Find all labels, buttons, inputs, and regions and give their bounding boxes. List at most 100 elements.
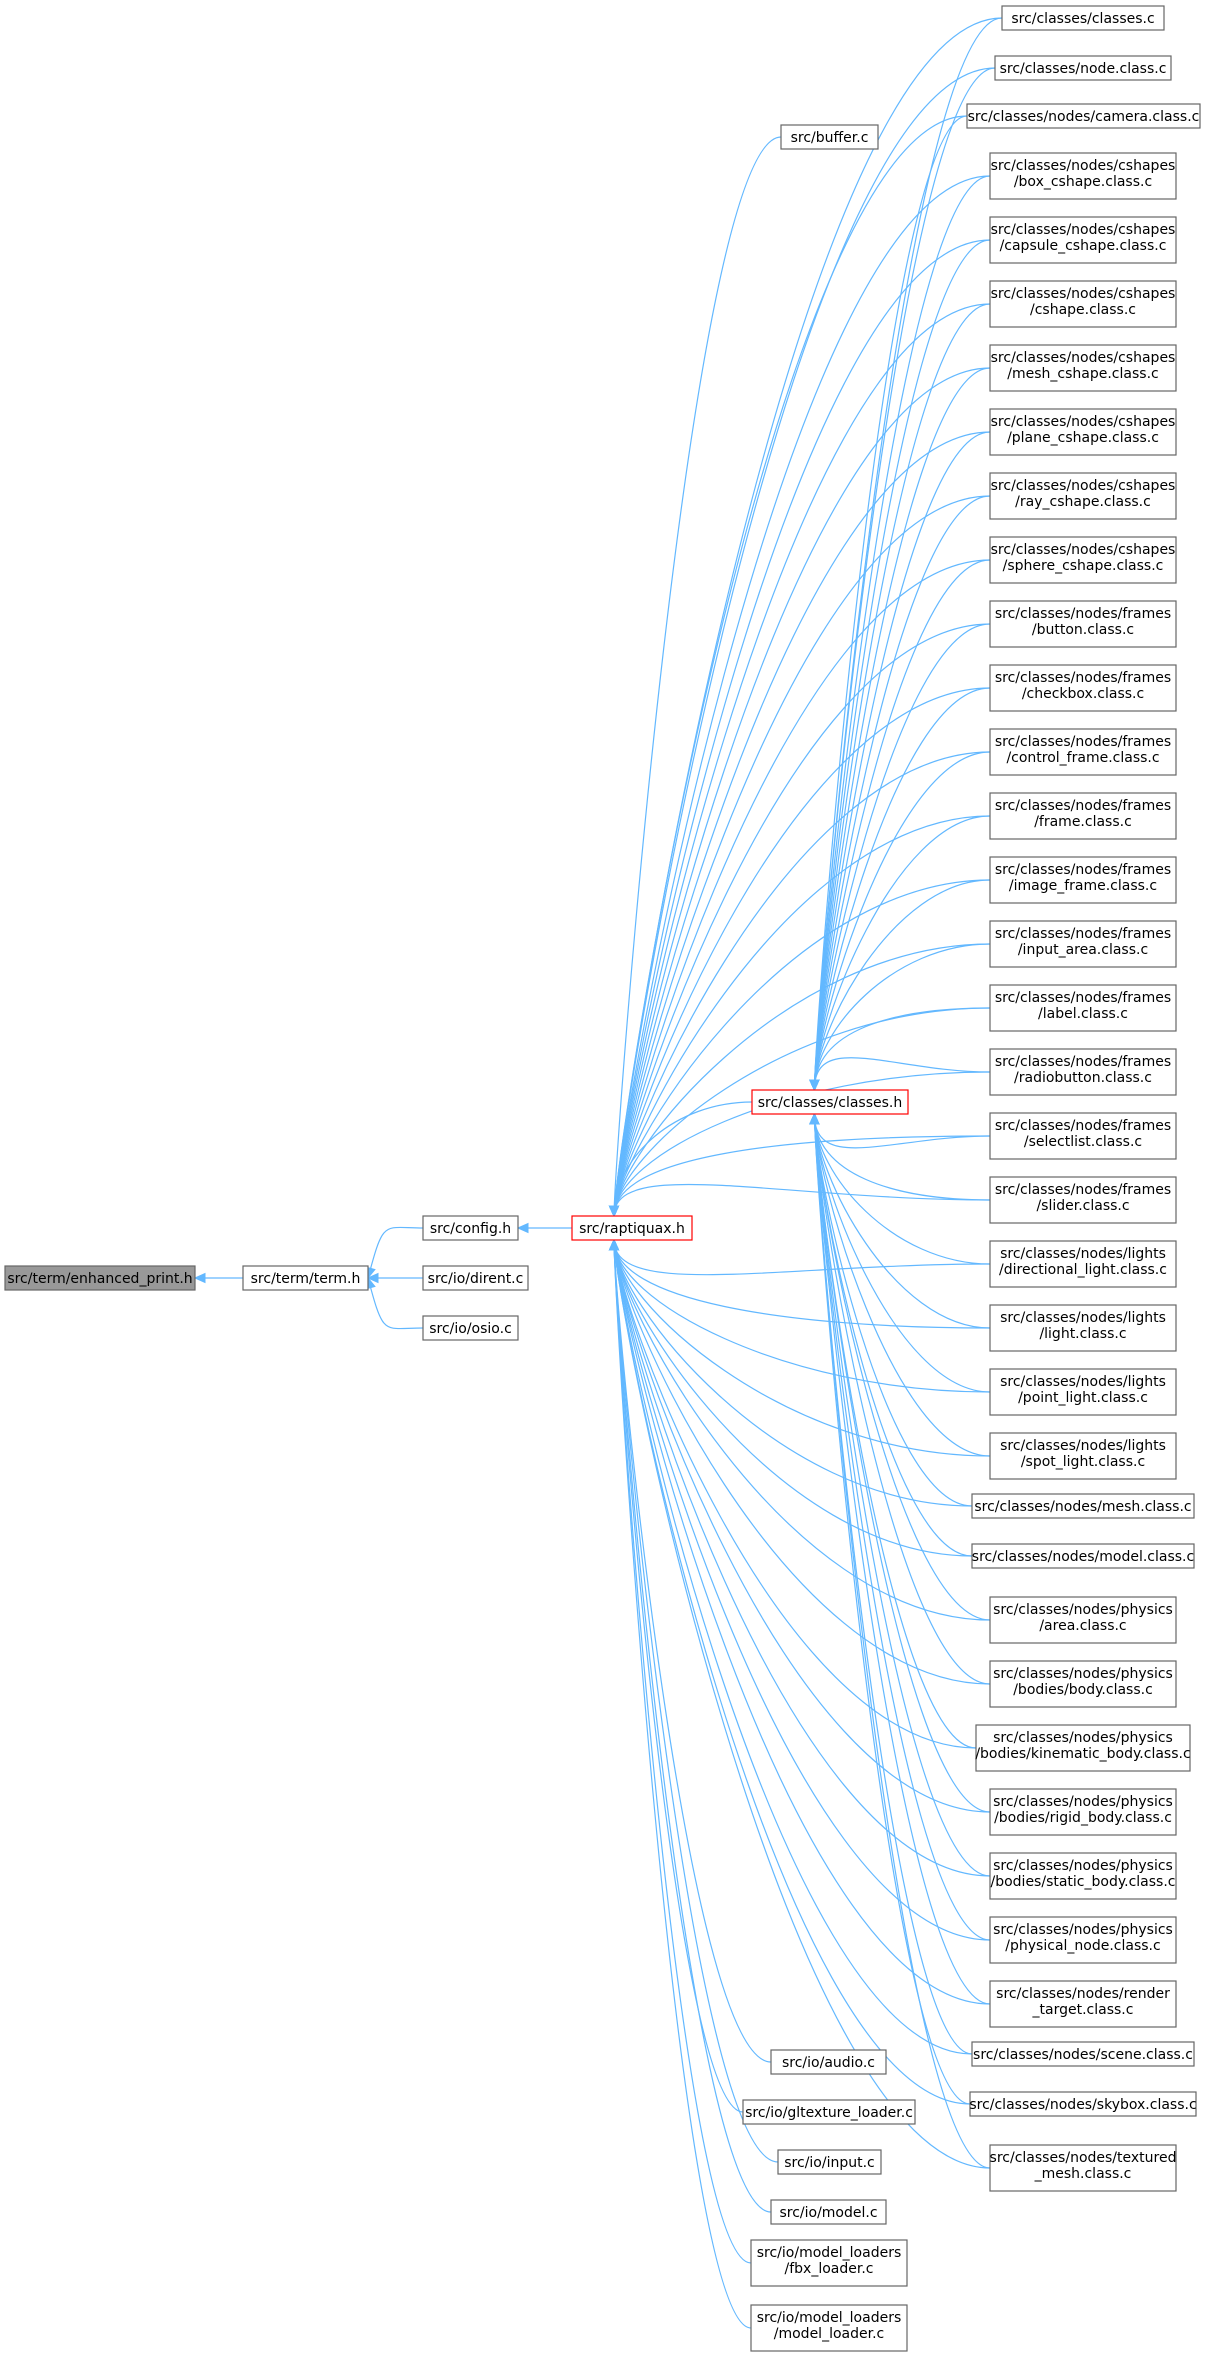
node-label: /bodies/static_body.class.c [991,1874,1176,1890]
file-node-radiobutton[interactable]: src/classes/nodes/frames/radiobutton.cla… [989,1048,1177,1096]
file-node-model-loader[interactable]: src/io/model_loaders/model_loader.c [750,2304,908,2352]
file-node-term[interactable]: src/term/term.h [242,1265,369,1291]
node-label: src/classes/nodes/cshapes [991,350,1176,366]
dependency-edge [813,1057,991,1091]
file-node-fbx-loader[interactable]: src/io/model_loaders/fbx_loader.c [750,2239,908,2287]
file-node-cshape[interactable]: src/classes/nodes/cshapes/cshape.class.c [989,280,1177,328]
dependency-edge [613,1239,752,2329]
file-node-checkbox[interactable]: src/classes/nodes/frames/checkbox.class.… [989,664,1177,712]
arrowhead [516,1222,529,1234]
node-box [750,2239,908,2287]
file-node-rigid-body[interactable]: src/classes/nodes/physics/bodies/rigid_b… [989,1788,1177,1836]
node-label: src/classes/nodes/cshapes [991,478,1176,494]
file-node-slider[interactable]: src/classes/nodes/frames/slider.class.c [989,1176,1177,1224]
file-node-classes-h[interactable]: src/classes/classes.h [751,1089,909,1115]
node-label: src/classes/nodes/cshapes [991,414,1176,430]
file-node-input-area[interactable]: src/classes/nodes/frames/input_area.clas… [989,920,1177,968]
node-label: src/classes/nodes/frames [995,606,1171,622]
node-box [770,2049,887,2075]
file-node-io-model[interactable]: src/io/model.c [770,2199,887,2225]
dependency-edge [613,1239,991,1457]
file-node-input[interactable]: src/io/input.c [777,2149,882,2175]
node-label: /cshape.class.c [1030,302,1136,318]
node-box [989,216,1177,264]
dependency-edge [613,1239,991,1329]
node-label: /radiobutton.class.c [1014,1070,1152,1086]
dependency-edge [613,1239,991,1813]
arrowhead [193,1272,206,1284]
file-node-config[interactable]: src/config.h [422,1215,519,1241]
node-box [989,984,1177,1032]
file-node-selectlist[interactable]: src/classes/nodes/frames/selectlist.clas… [989,1112,1177,1160]
file-node-plane-cshape[interactable]: src/classes/nodes/cshapes/plane_cshape.c… [989,408,1177,456]
node-label: src/classes/nodes/physics [993,1858,1173,1874]
file-node-enhanced-print[interactable]: src/term/enhanced_print.h [4,1265,196,1291]
node-box [989,664,1177,712]
dependency-edge [813,1113,991,1621]
node-label: /control_frame.class.c [1006,750,1159,766]
dependency-edge [613,495,991,1217]
file-node-render-target[interactable]: src/classes/nodes/render_target.class.c [989,1980,1177,2028]
node-label: src/classes/nodes/physics [993,1666,1173,1682]
node-label: src/classes/nodes/physics [993,1730,1173,1746]
node-label: src/classes/nodes/textured [990,2150,1177,2166]
dependency-edge [613,751,991,1217]
dependency-edge [813,1113,973,2055]
file-node-raptiquax[interactable]: src/raptiquax.h [571,1215,693,1241]
file-node-area[interactable]: src/classes/nodes/physics/area.class.c [989,1596,1177,1644]
dependency-edge [613,1239,991,1276]
node-label: src/classes/classes.h [758,1095,903,1111]
dependency-edge [813,1113,991,1201]
file-node-camera[interactable]: src/classes/nodes/camera.class.c [966,103,1201,129]
node-label: src/classes/nodes/lights [1000,1438,1166,1454]
file-node-sphere-cshape[interactable]: src/classes/nodes/cshapes/sphere_cshape.… [989,536,1177,584]
file-node-buffer[interactable]: src/buffer.c [780,124,879,150]
file-node-box-cshape[interactable]: src/classes/nodes/cshapes/box_cshape.cla… [989,152,1177,200]
file-node-control-frame[interactable]: src/classes/nodes/frames/control_frame.c… [989,728,1177,776]
file-node-mesh[interactable]: src/classes/nodes/mesh.class.c [971,1493,1195,1519]
file-node-body[interactable]: src/classes/nodes/physics/bodies/body.cl… [989,1660,1177,1708]
node-box [989,1788,1177,1836]
file-node-mesh-cshape[interactable]: src/classes/nodes/cshapes/mesh_cshape.cl… [989,344,1177,392]
file-node-osio[interactable]: src/io/osio.c [422,1315,519,1341]
file-node-scene[interactable]: src/classes/nodes/scene.class.c [971,2041,1195,2067]
file-node-textured-mesh[interactable]: src/classes/nodes/textured_mesh.class.c [989,2144,1177,2192]
node-label: src/term/term.h [251,1271,361,1287]
file-node-point-light[interactable]: src/classes/nodes/lights/point_light.cla… [989,1368,1177,1416]
node-label: /physical_node.class.c [1005,1938,1160,1954]
file-node-light[interactable]: src/classes/nodes/lights/light.class.c [989,1304,1177,1352]
node-label: src/classes/node.class.c [1000,61,1167,77]
node-label: /model_loader.c [774,2326,884,2342]
file-node-kinematic-body[interactable]: src/classes/nodes/physics/bodies/kinemat… [975,1724,1191,1772]
file-node-directional-light[interactable]: src/classes/nodes/lights/directional_lig… [989,1240,1177,1288]
dependency-edge [613,1239,973,1557]
node-box [780,124,879,150]
node-box [989,1916,1177,1964]
file-node-frame[interactable]: src/classes/nodes/frames/frame.class.c [989,792,1177,840]
node-label: /fbx_loader.c [785,2261,874,2277]
file-node-static-body[interactable]: src/classes/nodes/physics/bodies/static_… [989,1852,1177,1900]
arrowhead [809,1112,820,1125]
file-node-classes-c[interactable]: src/classes/classes.c [1001,5,1165,31]
node-box [971,1543,1195,1569]
file-node-skybox[interactable]: src/classes/nodes/skybox.class.c [969,2091,1197,2117]
file-node-model-class[interactable]: src/classes/nodes/model.class.c [971,1543,1195,1569]
node-box [422,1265,529,1291]
file-node-image-frame[interactable]: src/classes/nodes/frames/image_frame.cla… [989,856,1177,904]
node-box [989,1368,1177,1416]
node-label: src/classes/nodes/frames [995,862,1171,878]
file-node-button[interactable]: src/classes/nodes/frames/button.class.c [989,600,1177,648]
node-label: /directional_light.class.c [999,1262,1167,1278]
file-node-audio[interactable]: src/io/audio.c [770,2049,887,2075]
file-node-gltexture-loader[interactable]: src/io/gltexture_loader.c [742,2099,916,2125]
node-label: /button.class.c [1032,622,1134,638]
file-node-dirent[interactable]: src/io/dirent.c [422,1265,529,1291]
file-node-physical-node[interactable]: src/classes/nodes/physics/physical_node.… [989,1916,1177,1964]
node-box [750,2304,908,2352]
file-node-ray-cshape[interactable]: src/classes/nodes/cshapes/ray_cshape.cla… [989,472,1177,520]
file-node-label[interactable]: src/classes/nodes/frames/label.class.c [989,984,1177,1032]
file-node-node-class[interactable]: src/classes/node.class.c [994,55,1172,81]
node-label: src/classes/nodes/scene.class.c [973,2047,1193,2063]
file-node-spot-light[interactable]: src/classes/nodes/lights/spot_light.clas… [989,1432,1177,1480]
file-node-capsule-cshape[interactable]: src/classes/nodes/cshapes/capsule_cshape… [989,216,1177,264]
